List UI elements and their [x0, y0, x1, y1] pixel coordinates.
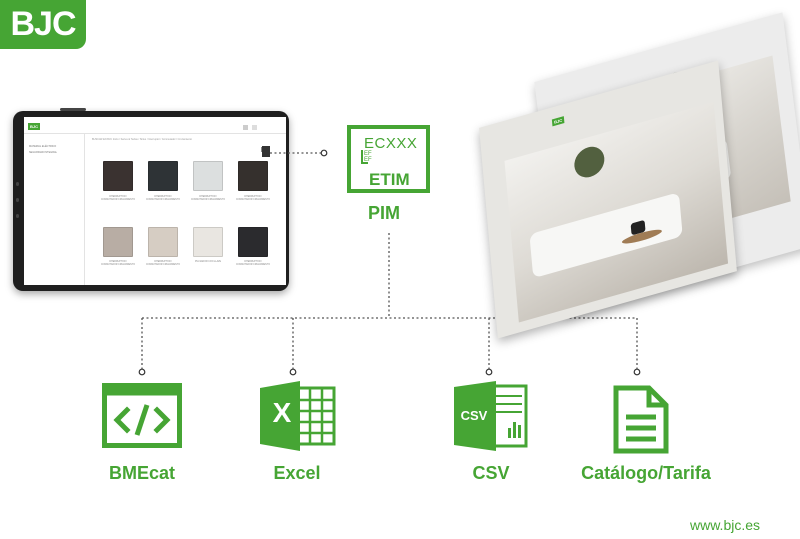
- product-thumbnail[interactable]: [103, 227, 133, 257]
- tablet-breadcrumb: BUSCAR EN BJC Inicio / Series & Teclas /…: [92, 138, 192, 141]
- product-thumbnail[interactable]: [148, 161, 178, 191]
- website-url[interactable]: www.bjc.es: [690, 517, 761, 533]
- product-thumbnail[interactable]: [148, 227, 178, 257]
- product-caption: INTERRUPTOR / CONMUTADOR CRUZAMIENTO: [236, 261, 270, 266]
- product-caption: PULSADOR CON LLAVE: [195, 261, 221, 263]
- grid-view-icon[interactable]: [243, 125, 248, 130]
- tablet-sidebar-item[interactable]: SEGURIDAD INTEGRAL: [29, 151, 58, 154]
- tablet-sidebar-divider: [84, 134, 85, 285]
- csv-icon-text: CSV: [460, 408, 488, 423]
- output-label-excel: Excel: [273, 463, 321, 483]
- tablet-button: [16, 198, 19, 202]
- etim-ef-labels: EF EF: [364, 151, 372, 163]
- tablet-app-logo: BJC: [28, 123, 40, 130]
- etim-label: ETIM: [369, 170, 410, 189]
- excel-letter: X: [272, 397, 292, 428]
- product-thumbnail[interactable]: [238, 161, 268, 191]
- etim-code: ECXXX: [364, 135, 418, 152]
- etim-tree-branch: [361, 162, 368, 164]
- product-caption: INTERRUPTOR / CONMUTADOR CRUZAMIENTO: [146, 261, 180, 266]
- product-caption: INTERRUPTOR / CONMUTADOR CRUZAMIENTO: [146, 196, 180, 201]
- product-thumbnail[interactable]: [193, 161, 223, 191]
- catalog-logo: BJC: [551, 116, 565, 127]
- pim-label: PIM: [368, 203, 401, 223]
- tablet-sidebar-item[interactable]: MATERIAL ELÉCTRICO: [29, 145, 57, 148]
- tablet-header-divider: [24, 133, 286, 134]
- tablet-button: [16, 214, 19, 218]
- product-caption: INTERRUPTOR / CONMUTADOR CRUZAMIENTO: [191, 196, 225, 201]
- excel-icon: [260, 381, 336, 451]
- document-icon: [613, 385, 669, 454]
- product-thumbnail[interactable]: [193, 227, 223, 257]
- output-label-catalogo-tarifa: Catálogo/Tarifa: [581, 463, 711, 483]
- list-view-icon[interactable]: [252, 125, 257, 130]
- tablet-screen: BJC MATERIAL ELÉCTRICO SEGURIDAD INTEGRA…: [24, 117, 286, 285]
- output-label-csv: CSV: [472, 463, 510, 483]
- product-thumbnail[interactable]: [103, 161, 133, 191]
- etim-icon: ECXXX EF EF ETIM: [347, 125, 430, 193]
- product-caption: INTERRUPTOR / CONMUTADOR CRUZAMIENTO: [101, 196, 135, 201]
- bjc-logo: BJC: [0, 0, 86, 49]
- product-thumbnail[interactable]: [238, 227, 268, 257]
- tablet-top-button: [60, 108, 86, 111]
- product-caption: INTERRUPTOR / CONMUTADOR CRUZAMIENTO: [236, 196, 270, 201]
- code-icon: [102, 383, 182, 448]
- csv-icon: [454, 381, 528, 451]
- tablet-button: [16, 182, 19, 186]
- etim-tree-line: [361, 150, 363, 164]
- output-label-bmecat: BMEcat: [108, 463, 175, 483]
- product-caption: INTERRUPTOR / CONMUTADOR CRUZAMIENTO: [101, 261, 135, 266]
